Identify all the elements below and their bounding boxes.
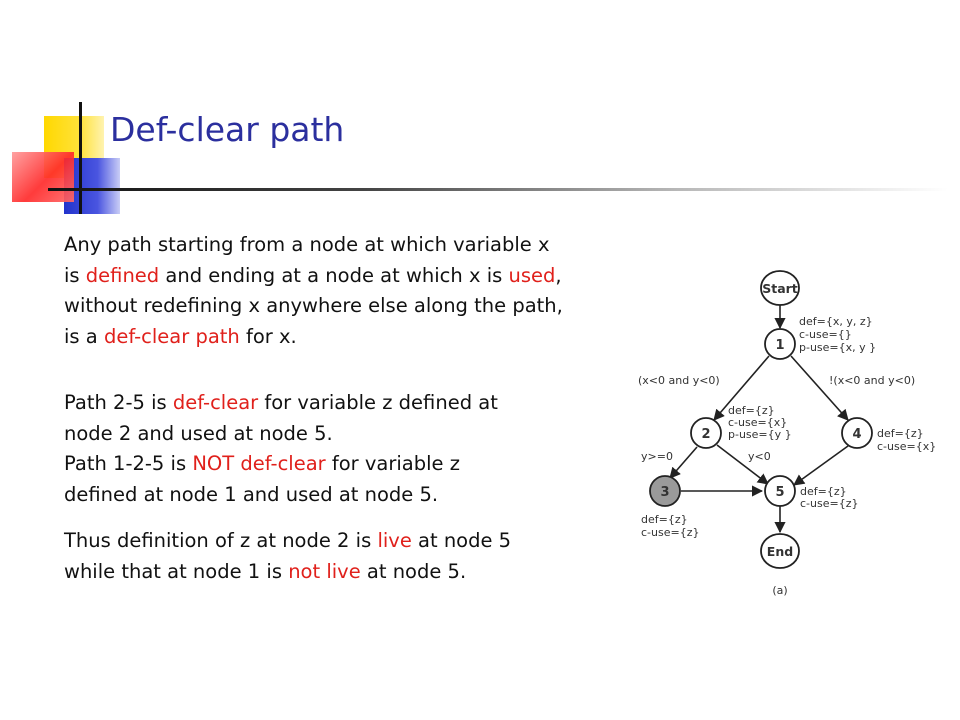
diagram-caption: (a) bbox=[772, 584, 787, 597]
edge-1-2-label: (x<0 and y<0) bbox=[638, 374, 720, 387]
text-run: at node 5. bbox=[360, 559, 467, 583]
node-end-label: End bbox=[767, 544, 793, 559]
text-run: for x. bbox=[239, 324, 297, 348]
edge-1-2 bbox=[713, 355, 770, 421]
edge-1-4-label: !(x<0 and y<0) bbox=[829, 374, 915, 387]
node-2-def: def={z} bbox=[728, 404, 775, 417]
text-run: while that at node 1 is bbox=[64, 559, 289, 583]
node-start-label: Start bbox=[762, 281, 798, 296]
node-4-def: def={z} bbox=[877, 427, 924, 440]
text-run: node 2 and used at node 5. bbox=[64, 421, 333, 445]
conclusion-paragraph: Thus definition of z at node 2 is live a… bbox=[64, 526, 624, 587]
logo-red-square bbox=[12, 152, 74, 202]
node-5-cuse: c-use={z} bbox=[800, 497, 858, 510]
node-3-cuse: c-use={z} bbox=[641, 526, 699, 539]
edge-2-5-label: y<0 bbox=[748, 450, 771, 463]
edge-4-5 bbox=[793, 445, 849, 486]
node-3-def: def={z} bbox=[641, 513, 688, 526]
text-run: without redefining x anywhere else along… bbox=[64, 294, 563, 317]
node-3-label: 3 bbox=[660, 485, 669, 500]
node-4-cuse: c-use={x} bbox=[877, 440, 936, 453]
node-2-shape bbox=[690, 417, 722, 449]
edge-1-4 bbox=[790, 355, 849, 421]
node-1-puse: p-use={x, y } bbox=[799, 341, 876, 354]
node-1-cuse: c-use={} bbox=[799, 328, 852, 341]
highlight-run: live bbox=[377, 529, 412, 552]
highlight-run: def-clear path bbox=[103, 324, 240, 348]
highlight-run: not live bbox=[288, 559, 361, 583]
node-5-shape bbox=[764, 475, 796, 507]
text-run: , bbox=[555, 263, 562, 287]
control-flow-graph: Start 1 2 4 3 5 End def={x, y, z} c-use=… bbox=[638, 270, 936, 597]
node-5-label: 5 bbox=[775, 485, 784, 500]
text-run: defined at node 1 and used at node 5. bbox=[64, 482, 439, 506]
text-run: for variable z bbox=[325, 452, 460, 475]
highlight-run: used bbox=[508, 263, 556, 287]
node-4-label: 4 bbox=[852, 427, 861, 442]
definition-paragraph: Any path starting from a node at which v… bbox=[64, 230, 684, 352]
edge-2-3-label: y>=0 bbox=[641, 450, 673, 463]
text-run: at node 5 bbox=[411, 529, 512, 552]
node-1-label: 1 bbox=[775, 338, 784, 353]
node-3-shape bbox=[649, 475, 681, 507]
highlight-run: defined bbox=[85, 263, 160, 287]
text-run: is bbox=[64, 263, 86, 287]
highlight-run: NOT def-clear bbox=[192, 452, 326, 475]
node-2-label: 2 bbox=[701, 427, 710, 442]
node-1-shape bbox=[764, 328, 796, 360]
node-5-def: def={z} bbox=[800, 485, 847, 498]
text-run: Thus definition of z at node 2 is bbox=[64, 529, 378, 552]
text-run: is a bbox=[64, 324, 104, 348]
text-run: Any path starting from a node at which v… bbox=[64, 233, 550, 256]
title-underline bbox=[48, 188, 948, 191]
text-run: Path 2-5 is bbox=[64, 391, 173, 414]
edge-2-3 bbox=[669, 446, 698, 479]
edge-2-5 bbox=[716, 444, 769, 485]
node-4-shape bbox=[841, 417, 873, 449]
node-end-shape bbox=[760, 533, 800, 569]
slide-title: Def-clear path bbox=[110, 110, 345, 149]
logo-vertical-line bbox=[79, 102, 82, 214]
highlight-run: def-clear bbox=[172, 391, 259, 414]
node-2-puse: p-use={y } bbox=[728, 428, 792, 441]
example-paragraph: Path 2-5 is def-clear for variable z def… bbox=[64, 388, 624, 510]
node-start-shape bbox=[760, 270, 800, 306]
node-1-def: def={x, y, z} bbox=[799, 315, 873, 328]
node-2-cuse: c-use={x} bbox=[728, 416, 787, 429]
text-run: for variable z defined at bbox=[258, 391, 498, 414]
text-run: and ending at a node at which x is bbox=[159, 263, 509, 287]
text-run: Path 1-2-5 is bbox=[64, 452, 193, 475]
